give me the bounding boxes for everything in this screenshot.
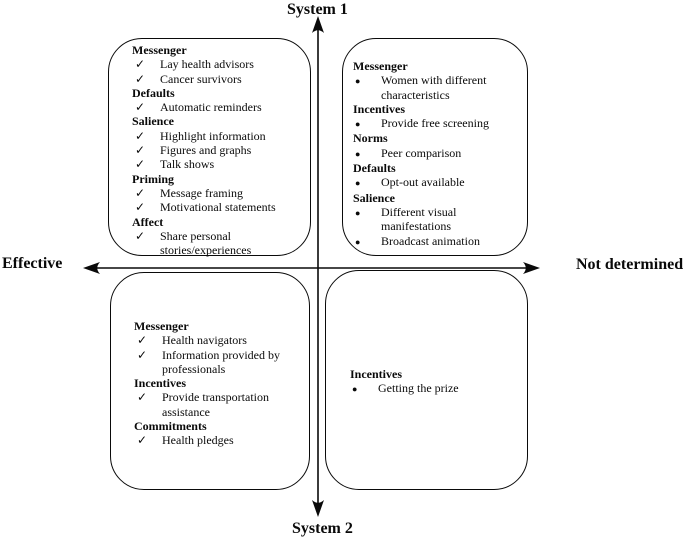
category-header: Incentives [350, 367, 402, 381]
bullet-icon: ● [355, 119, 361, 130]
arrow-up-icon [312, 16, 324, 33]
category-header: Commitments [134, 419, 207, 434]
bullet-icon: ● [355, 207, 361, 218]
check-icon: ✓ [135, 128, 146, 143]
item-text: Provide transportation assistance [162, 390, 269, 419]
check-icon: ✓ [135, 100, 146, 115]
category-header: Priming [132, 171, 174, 186]
list-item: ● Getting the prize [350, 381, 519, 396]
item-text: Health navigators [162, 333, 247, 348]
list-item: ✓ Health pledges [134, 433, 301, 447]
check-icon: ✓ [135, 57, 146, 72]
item-text: Getting the prize [378, 381, 459, 396]
item-text: Provide free screening [381, 116, 489, 131]
list-item: ✓ Motivational statements [132, 200, 302, 214]
check-icon: ✓ [137, 390, 148, 405]
list-item: ✓ Share personal stories/experiences [132, 229, 302, 258]
arrow-down-icon [312, 500, 324, 517]
category-header: Messenger [134, 319, 189, 333]
list-item: ● Women with different characteristics [353, 73, 521, 102]
category-header: Affect [132, 214, 164, 229]
list-item: ● Opt-out available [353, 175, 521, 190]
list-item: ✓ Highlight information [132, 129, 302, 143]
check-icon: ✓ [137, 347, 148, 362]
category-header: Salience [132, 114, 174, 129]
axis-label-system-2: System 2 [292, 520, 353, 537]
bullet-icon: ● [355, 236, 361, 247]
list-item: ● Broadcast animation [353, 234, 521, 249]
item-text: Message framing [160, 185, 243, 200]
quadrant-bottom-right: Incentives ● Getting the prize [325, 270, 528, 490]
check-icon: ✓ [135, 228, 146, 243]
list-item: ● Provide free screening [353, 116, 521, 131]
item-text: Peer comparison [381, 145, 462, 160]
list-item: ✓ Cancer survivors [132, 72, 302, 86]
list-item: ✓ Health navigators [134, 333, 301, 347]
list-item: ✓ Message framing [132, 186, 302, 200]
item-text: Share personal stories/experiences [160, 228, 252, 258]
category-header: Salience [353, 190, 395, 205]
list-item: ● Different visual manifestations [353, 205, 521, 234]
item-text: Broadcast animation [381, 233, 480, 248]
check-icon: ✓ [135, 200, 146, 215]
item-text: Figures and graphs [160, 143, 252, 158]
axis-label-not-determined: Not determined [576, 256, 684, 273]
item-text: Information provided by professionals [162, 347, 280, 376]
bullet-icon: ● [355, 148, 361, 159]
item-text: Health pledges [162, 433, 234, 448]
list-item: ● Peer comparison [353, 146, 521, 161]
category-header: Norms [353, 131, 388, 146]
item-text: Talk shows [160, 157, 215, 172]
category-header: Defaults [353, 161, 396, 176]
item-text: Women with different characteristics [381, 73, 487, 102]
category-header: Incentives [134, 376, 186, 391]
category-header: Incentives [353, 101, 405, 116]
list-item: ✓ Automatic reminders [132, 100, 302, 114]
item-text: Highlight information [160, 128, 266, 143]
item-text: Cancer survivors [160, 71, 242, 86]
category-header: Defaults [132, 85, 175, 100]
quadrant-bottom-left: Messenger ✓ Health navigators ✓ Informat… [110, 272, 310, 490]
list-item: ✓ Figures and graphs [132, 143, 302, 157]
axis-label-system-1: System 1 [287, 1, 348, 18]
check-icon: ✓ [135, 185, 146, 200]
quadrant-top-right: Messenger ● Women with different charact… [342, 38, 528, 256]
category-header: Messenger [132, 43, 187, 57]
axis-label-effective: Effective [2, 255, 63, 272]
check-icon: ✓ [135, 71, 146, 86]
bullet-icon: ● [355, 76, 361, 87]
item-text: Different visual manifestations [381, 204, 457, 234]
item-text: Automatic reminders [160, 100, 262, 115]
category-header: Messenger [353, 59, 408, 73]
arrow-right-icon [523, 262, 540, 274]
quadrant-top-left: Messenger ✓ Lay health advisors ✓ Cancer… [108, 38, 311, 258]
bullet-icon: ● [355, 178, 361, 189]
check-icon: ✓ [135, 143, 146, 158]
check-icon: ✓ [137, 433, 148, 448]
check-icon: ✓ [135, 157, 146, 172]
list-item: ✓ Talk shows [132, 157, 302, 171]
list-item: ✓ Lay health advisors [132, 57, 302, 71]
list-item: ✓ Information provided by professionals [134, 348, 301, 377]
list-item: ✓ Provide transportation assistance [134, 390, 301, 419]
item-text: Opt-out available [381, 175, 465, 190]
check-icon: ✓ [137, 333, 148, 348]
bullet-icon: ● [352, 384, 358, 395]
item-text: Lay health advisors [160, 57, 254, 72]
item-text: Motivational statements [160, 200, 276, 215]
arrow-left-icon [83, 262, 100, 274]
